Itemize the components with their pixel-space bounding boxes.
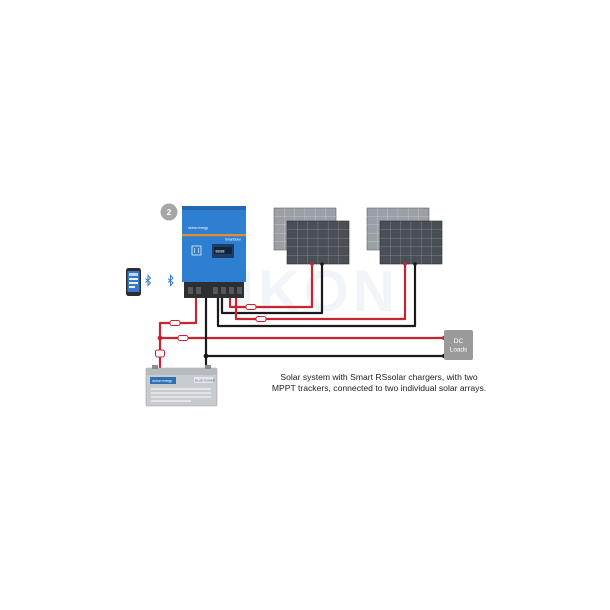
bluetooth-icon [167, 274, 174, 287]
array-2-cables [216, 264, 417, 328]
dc-loads-box: DC Loads [444, 330, 473, 360]
diagram-caption: Solar system with Smart RSsolar chargers… [254, 372, 504, 394]
smartphone-icon [126, 268, 141, 296]
battery-icon: victron energy BLUE POWER [145, 365, 218, 407]
solar-array-2 [366, 207, 443, 265]
solar-array-1 [273, 207, 350, 265]
bluetooth-icon [145, 274, 152, 287]
dc-loads-line1: DC [454, 338, 464, 345]
fuse-icon [245, 304, 267, 322]
battery-badge: BLUE POWER [195, 379, 216, 383]
solar-panel-icon [286, 220, 350, 265]
array-1-cables [220, 264, 324, 315]
smart-solar-charger: victron energy SmartSolar 88888 [182, 206, 246, 298]
charger-brand: victron energy [188, 226, 208, 230]
fuse-icon [155, 320, 189, 358]
charger-display: 88888 [216, 250, 225, 254]
caption-line-2: MPPT trackers, connected to two individu… [271, 383, 487, 393]
charger-model: SmartSolar [225, 238, 242, 242]
caption-line-1: Solar system with Smart RSsolar chargers… [280, 372, 478, 382]
step-number-badge: 2 [160, 203, 178, 221]
solar-panel-icon [379, 220, 443, 265]
badge-number: 2 [167, 208, 172, 217]
battery-brand: victron energy [152, 379, 172, 383]
dc-loads-line2: Loads [450, 347, 467, 354]
